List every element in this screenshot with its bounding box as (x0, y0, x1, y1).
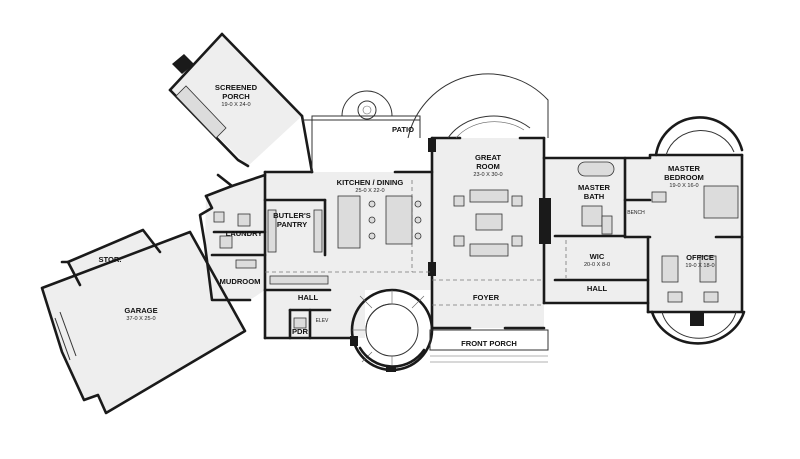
office-dim: 19-0 X 18-0 (685, 263, 714, 269)
room-labels: SCREENED PORCH 19-0 X 24-0 PATIO GREAT R… (98, 83, 714, 348)
master-bedroom-dim: 19-0 X 16-0 (669, 183, 698, 189)
butlers-pantry-label-2: PANTRY (277, 220, 307, 229)
mudroom-label: MUDROOM (220, 277, 261, 286)
elev-label: ELEV (316, 318, 329, 324)
foyer-label: FOYER (473, 293, 500, 302)
screened-porch-label-2: PORCH (222, 92, 249, 101)
kitchen-label: KITCHEN / DINING (337, 178, 404, 187)
screened-porch-label: SCREENED (215, 83, 258, 92)
kitchen-dim: 25-0 X 22-0 (355, 188, 384, 194)
great-room-label-2: ROOM (476, 162, 500, 171)
hall-east-label: HALL (587, 284, 608, 293)
front-porch-label: FRONT PORCH (461, 339, 517, 348)
great-room-label: GREAT (475, 153, 501, 162)
walls (40, 32, 744, 415)
wic-label: WIC (590, 252, 605, 261)
screened-porch-dim: 19-0 X 24-0 (221, 102, 250, 108)
garage-label: GARAGE (124, 306, 157, 315)
garage-dim: 37-0 X 25-0 (126, 316, 155, 322)
front-porch-steps (429, 329, 549, 363)
master-bedroom-label-2: BEDROOM (664, 173, 704, 182)
hall-west-label: HALL (298, 293, 319, 302)
master-bath-label-2: BATH (584, 192, 605, 201)
bench-label: BENCH (627, 210, 645, 216)
pdr-label: PDR (292, 327, 309, 336)
great-room-dim: 23-0 X 30-0 (473, 172, 502, 178)
patio-terraces (302, 73, 746, 345)
interior-walls (210, 138, 744, 340)
office-label: OFFICE (686, 253, 714, 262)
master-bath-label: MASTER (578, 183, 611, 192)
patio-label: PATIO (392, 125, 414, 134)
laundry-label: LAUNDRY (226, 229, 263, 238)
butlers-pantry-label: BUTLER'S (273, 211, 311, 220)
wic-dim: 20-0 X 8-0 (584, 262, 610, 268)
stor-label: STOR. (98, 255, 121, 264)
master-bedroom-label: MASTER (668, 164, 701, 173)
furniture (172, 54, 739, 329)
